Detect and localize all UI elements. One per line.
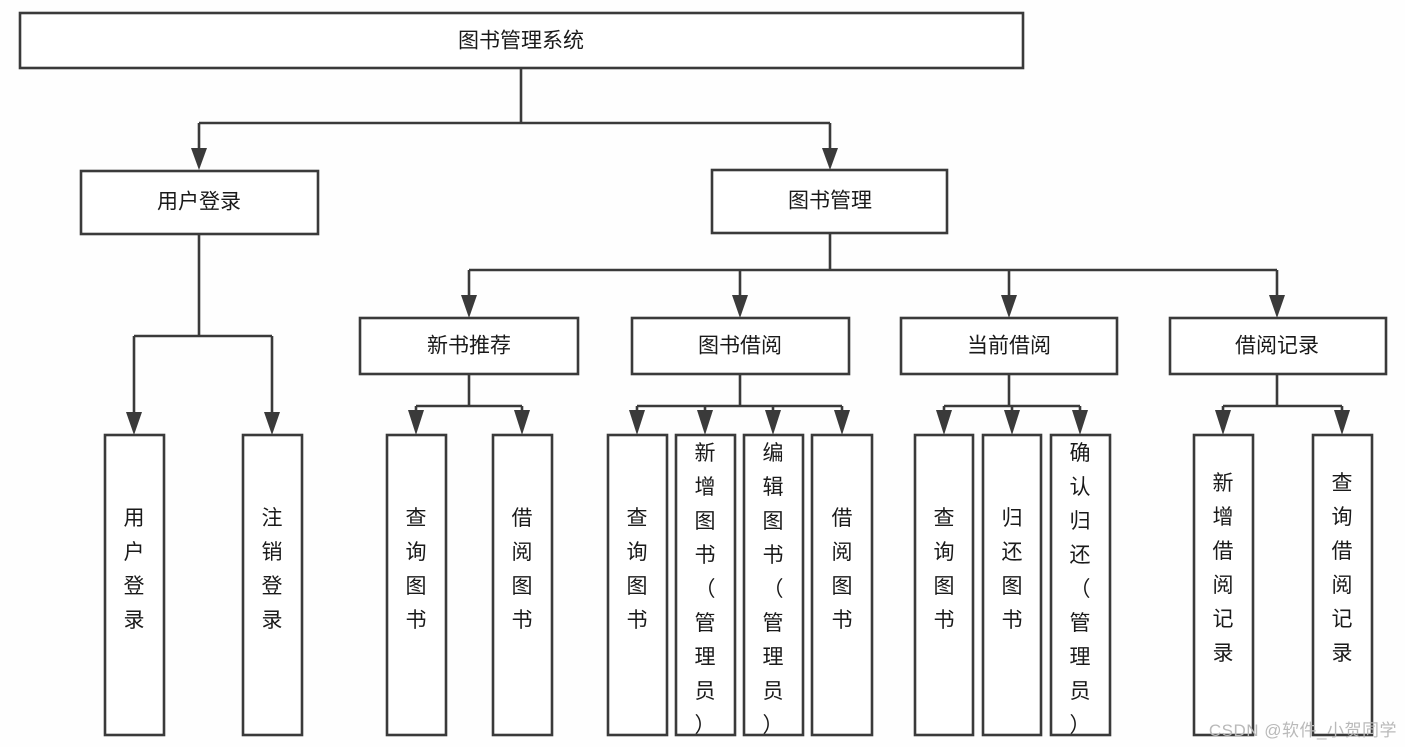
- arrow-leaf-current-1: [936, 410, 952, 435]
- leaf-box[interactable]: [385, 433, 448, 737]
- arrow-leaf-newbook-1: [408, 410, 424, 435]
- node-book-borrow-box[interactable]: [630, 316, 851, 376]
- leaf-box[interactable]: [103, 433, 166, 737]
- connector-group-root: [191, 68, 838, 170]
- connector-group-book-borrow: [629, 374, 850, 435]
- node-book-borrow[interactable]: 图书借阅: [630, 316, 851, 376]
- csdn-watermark: CSDN @软件_小贺同学: [1208, 721, 1397, 740]
- leaf-box[interactable]: [606, 433, 669, 737]
- leaf-label: 查询图书: [934, 507, 955, 632]
- leaf-box[interactable]: [810, 433, 874, 737]
- node-borrow-record-box[interactable]: [1168, 316, 1388, 376]
- arrow-to-current-borrow: [1001, 295, 1017, 318]
- node-current-borrow-label: 当前借阅: [967, 335, 1051, 358]
- node-root-label: 图书管理系统: [458, 30, 584, 53]
- leaf-borrow-record-1[interactable]: 新增借阅记录: [1192, 433, 1255, 737]
- arrow-leaf-current-2: [1004, 410, 1020, 435]
- node-borrow-record[interactable]: 借阅记录: [1168, 316, 1388, 376]
- leaf-new-book-1[interactable]: 查询图书: [385, 433, 448, 737]
- leaf-label: 查询图书: [627, 507, 648, 632]
- leaf-current-borrow-1[interactable]: 查询图书: [913, 433, 975, 737]
- node-book-manage-label: 图书管理: [788, 190, 872, 213]
- node-user-login[interactable]: 用户登录: [79, 169, 320, 236]
- node-root[interactable]: 图书管理系统: [18, 11, 1025, 70]
- node-book-borrow-label: 图书借阅: [698, 335, 782, 358]
- node-new-book-recommend[interactable]: 新书推荐: [358, 316, 580, 376]
- leaf-box[interactable]: [674, 433, 737, 737]
- connector-group-new-book: [408, 374, 530, 435]
- leaf-label: 编辑图书（管理员）: [763, 442, 784, 737]
- node-new-book-recommend-label: 新书推荐: [427, 335, 511, 358]
- leaf-book-borrow-4[interactable]: 借阅图书: [810, 433, 874, 737]
- leaf-box[interactable]: [742, 433, 805, 737]
- node-current-borrow-box[interactable]: [899, 316, 1119, 376]
- leaf-label: 借阅图书: [832, 507, 853, 632]
- node-user-login-label: 用户登录: [157, 191, 241, 214]
- arrow-leaf-borrow-4: [834, 410, 850, 435]
- leaf-box[interactable]: [241, 433, 304, 737]
- node-new-book-recommend-box[interactable]: [358, 316, 580, 376]
- leaf-label: 借阅图书: [512, 507, 533, 632]
- node-user-login-box[interactable]: [79, 169, 320, 236]
- arrow-to-user-login: [191, 148, 207, 170]
- arrow-to-book-manage: [822, 148, 838, 170]
- connector-group-borrow-record: [1215, 374, 1350, 435]
- arrow-leaf-record-2: [1334, 410, 1350, 435]
- leaf-box[interactable]: [981, 433, 1043, 737]
- arrow-to-borrow-record: [1269, 295, 1285, 318]
- arrow-leaf-record-1: [1215, 410, 1231, 435]
- arrow-leaf-user-1: [126, 412, 142, 435]
- leaf-book-borrow-1[interactable]: 查询图书: [606, 433, 669, 737]
- leaf-current-borrow-2[interactable]: 归还图书: [981, 433, 1043, 737]
- node-book-manage-box[interactable]: [710, 168, 949, 235]
- leaf-label: 查询图书: [406, 507, 427, 632]
- leaf-book-borrow-3[interactable]: 编辑图书（管理员）: [742, 433, 805, 737]
- leaf-new-book-2[interactable]: 借阅图书: [491, 433, 554, 737]
- connector-group-user-login: [126, 234, 280, 435]
- leaf-book-borrow-2[interactable]: 新增图书（管理员）: [674, 433, 737, 737]
- node-root-box[interactable]: [18, 11, 1025, 70]
- arrow-leaf-user-2: [264, 412, 280, 435]
- arrow-leaf-newbook-2: [514, 410, 530, 435]
- leaf-box[interactable]: [491, 433, 554, 737]
- leaf-user-login-1[interactable]: 用户登录: [103, 433, 166, 737]
- connector-group-book-manage: [461, 233, 1285, 318]
- leaf-label: 确认归还（管理员）: [1070, 442, 1091, 737]
- arrow-leaf-borrow-1: [629, 410, 645, 435]
- leaf-box[interactable]: [1049, 433, 1112, 737]
- leaf-label: 新增图书（管理员）: [695, 442, 716, 737]
- node-current-borrow[interactable]: 当前借阅: [899, 316, 1119, 376]
- leaf-current-borrow-3[interactable]: 确认归还（管理员）: [1049, 433, 1112, 737]
- arrow-leaf-borrow-2: [697, 410, 713, 435]
- leaf-label: 新增借阅记录: [1213, 472, 1234, 665]
- arrow-to-new-book: [461, 295, 477, 318]
- leaf-box[interactable]: [913, 433, 975, 737]
- node-borrow-record-label: 借阅记录: [1235, 335, 1319, 358]
- leaf-label: 归还图书: [1002, 507, 1023, 632]
- leaf-label: 查询借阅记录: [1332, 472, 1353, 665]
- leaf-user-login-2[interactable]: 注销登录: [241, 433, 304, 737]
- arrow-to-book-borrow: [732, 295, 748, 318]
- leaf-borrow-record-2[interactable]: 查询借阅记录: [1311, 433, 1374, 737]
- node-book-manage[interactable]: 图书管理: [710, 168, 949, 235]
- arrow-leaf-borrow-3: [765, 410, 781, 435]
- arrow-leaf-current-3: [1072, 410, 1088, 435]
- connector-group-current-borrow: [936, 374, 1088, 435]
- leaf-box[interactable]: [1192, 433, 1255, 737]
- leaf-label: 用户登录: [124, 507, 145, 632]
- leaf-box[interactable]: [1311, 433, 1374, 737]
- leaf-label: 注销登录: [262, 507, 283, 632]
